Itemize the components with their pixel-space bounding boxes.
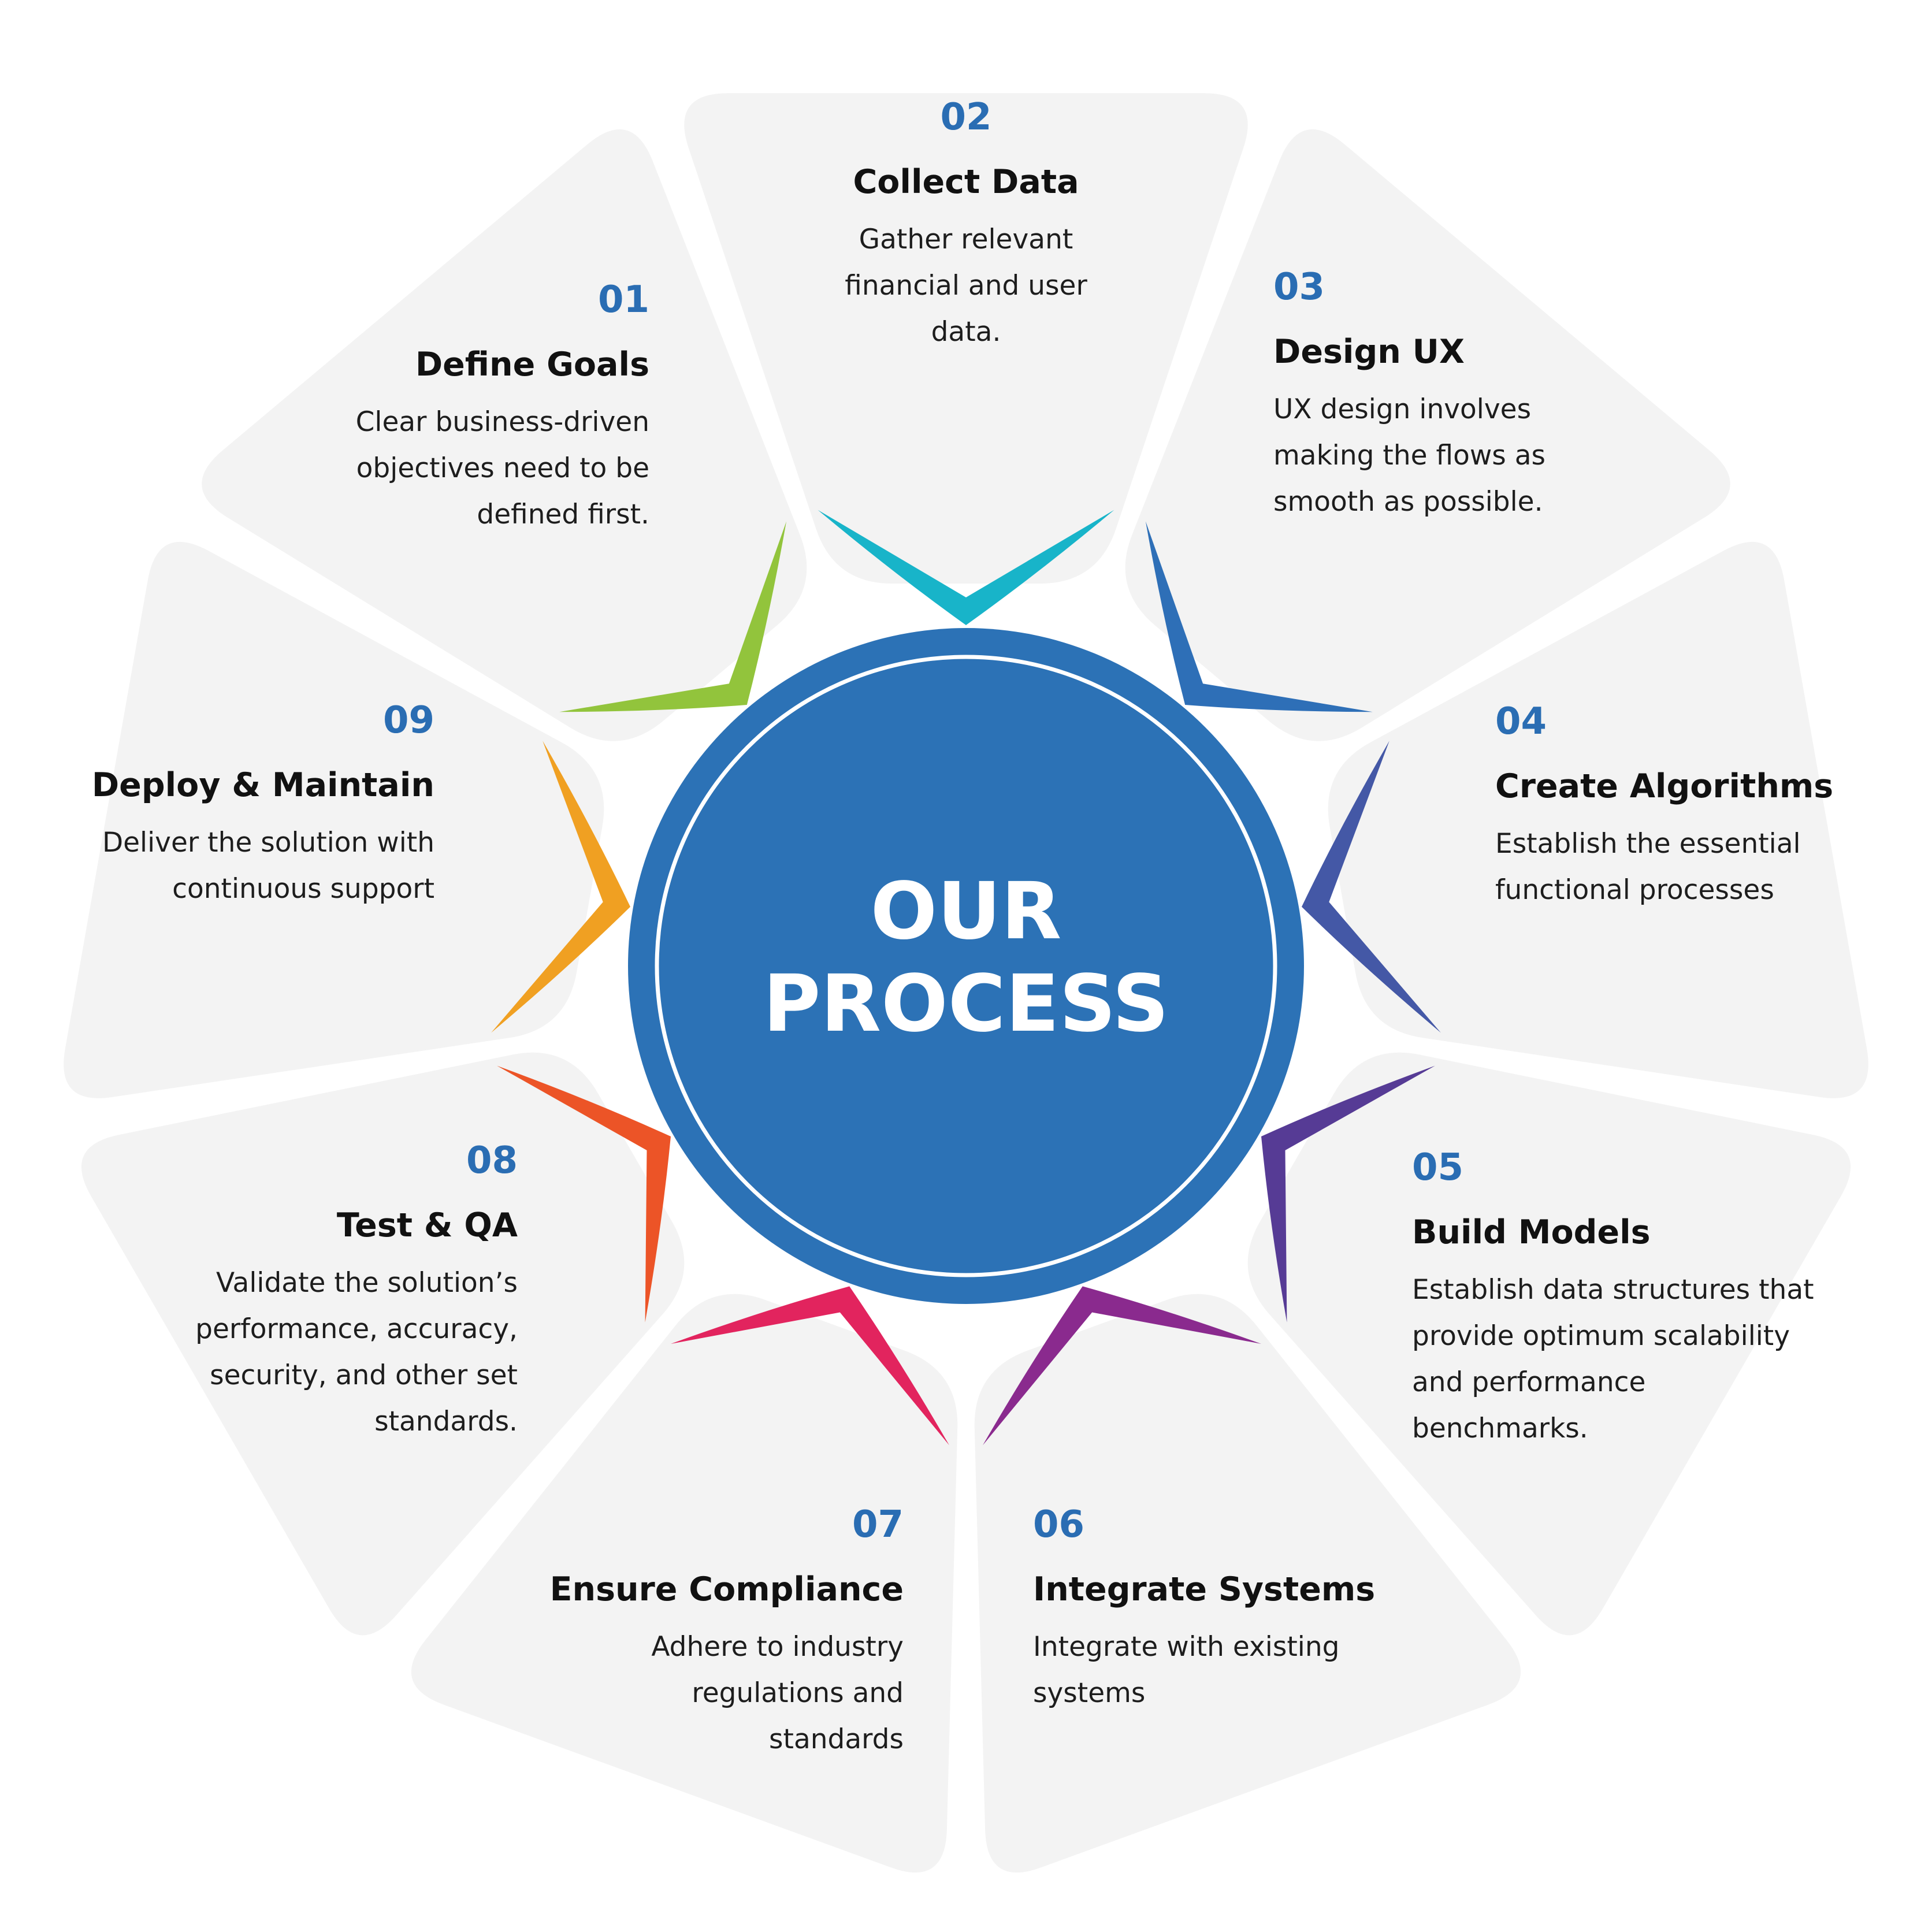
chevron-09: [491, 741, 630, 1033]
chevron-05: [1261, 1065, 1435, 1322]
petal-04: [1328, 541, 1868, 1098]
step-title: Test & QA: [337, 1206, 518, 1244]
step-number: 02: [940, 96, 991, 139]
step-desc-line: Integrate with existing: [1033, 1631, 1339, 1663]
step-desc-line: continuous support: [172, 873, 434, 905]
step-number: 04: [1495, 700, 1547, 743]
step-title: Ensure Compliance: [550, 1570, 904, 1608]
chevron-07: [671, 1286, 949, 1446]
step-desc-line: Deliver the solution with: [102, 827, 434, 859]
step-desc-line: security, and other set: [210, 1359, 518, 1391]
chevrons-layer: [491, 510, 1441, 1446]
step-number: 07: [852, 1503, 904, 1546]
step-desc-line: defined first.: [477, 499, 649, 530]
step-number: 09: [383, 699, 434, 742]
step-desc-line: Establish the essential: [1495, 828, 1801, 860]
petal-02: [684, 93, 1248, 584]
step-desc-line: benchmarks.: [1412, 1413, 1588, 1444]
petal-06: [974, 1294, 1521, 1873]
step-desc-line: Clear business-driven: [356, 406, 649, 438]
step-title: Deploy & Maintain: [92, 766, 434, 804]
step-desc-line: smooth as possible.: [1273, 486, 1543, 518]
step-desc-line: functional processes: [1495, 874, 1774, 906]
chevron-06: [983, 1286, 1261, 1446]
petals-layer: [64, 93, 1868, 1873]
step-desc-line: making the flows as: [1273, 440, 1545, 471]
petal-07: [411, 1294, 958, 1873]
step-desc-line: Validate the solution’s: [216, 1267, 518, 1299]
step-number: 08: [466, 1139, 518, 1182]
petal-05: [1247, 1052, 1851, 1636]
step-desc-line: performance, accuracy,: [195, 1313, 518, 1345]
chevron-08: [497, 1065, 671, 1322]
step-number: 03: [1273, 266, 1325, 309]
step-title: Integrate Systems: [1033, 1570, 1375, 1608]
step-desc-line: provide optimum scalability: [1412, 1320, 1790, 1352]
step-desc-line: Adhere to industry: [651, 1631, 904, 1663]
step-desc-line: and performance: [1412, 1366, 1645, 1398]
petal-08: [81, 1052, 685, 1636]
step-desc-line: systems: [1033, 1677, 1145, 1709]
center-title-line2: PROCESS: [763, 958, 1169, 1050]
chevron-02: [818, 510, 1114, 625]
step-title: Define Goals: [415, 345, 649, 384]
step-desc-line: standards: [769, 1723, 904, 1755]
step-title: Collect Data: [853, 163, 1079, 201]
step-desc-line: objectives need to be: [356, 452, 649, 484]
center-circle: [628, 628, 1304, 1304]
step-title: Create Algorithms: [1495, 767, 1833, 805]
step-number: 01: [598, 278, 649, 321]
center-ring: [655, 655, 1277, 1277]
petal-01: [202, 129, 807, 741]
step-title: Design UX: [1273, 333, 1465, 371]
step-number: 06: [1033, 1503, 1084, 1546]
step-desc-line: financial and user: [845, 270, 1087, 302]
step-title: Build Models: [1412, 1213, 1651, 1251]
petal-03: [1125, 129, 1730, 741]
step-desc-line: standards.: [374, 1406, 518, 1437]
center-hub: OUR PROCESS: [628, 628, 1304, 1304]
chevron-04: [1302, 741, 1441, 1033]
step-desc-line: regulations and: [692, 1677, 904, 1709]
step-desc-line: UX design involves: [1273, 393, 1531, 425]
petal-09: [64, 541, 604, 1098]
step-desc-line: Gather relevant: [859, 224, 1073, 255]
center-title-line1: OUR: [871, 866, 1062, 957]
step-desc-line: Establish data structures that: [1412, 1274, 1814, 1306]
step-desc-line: data.: [931, 316, 1001, 348]
step-number: 05: [1412, 1146, 1463, 1189]
